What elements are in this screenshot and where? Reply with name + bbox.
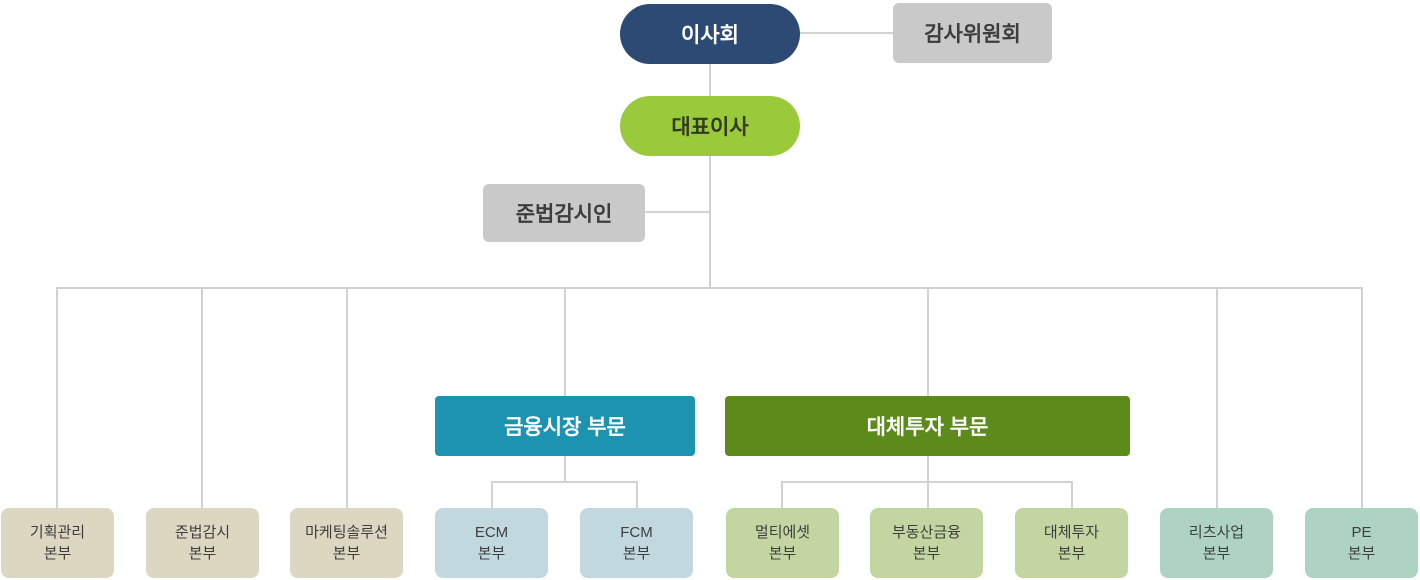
connector-drop-dept-4 <box>491 481 493 508</box>
connector-drop-dept-8 <box>1071 481 1073 508</box>
connector-alternative-stem <box>927 456 929 482</box>
department-suffix: 본부 <box>477 545 506 562</box>
connector-drop-dept-6 <box>781 481 783 508</box>
connector-drop-dept-10 <box>1361 287 1363 508</box>
connector-line-main-rail <box>56 287 1363 289</box>
department-label: 멀티에셋 <box>754 524 811 541</box>
department-label: 부동산금융 <box>891 524 961 541</box>
department-label: 기획관리 <box>29 524 86 541</box>
department-node-pe: PE 본부 <box>1305 508 1418 578</box>
connector-financial-stem <box>564 456 566 482</box>
audit-committee-node: 감사위원회 <box>893 3 1052 63</box>
connector-financial-rail <box>491 481 638 483</box>
division-alternative-investment: 대체투자 부문 <box>725 396 1130 456</box>
department-node-compliance: 준법감시 본부 <box>146 508 259 578</box>
department-node-multi-asset: 멀티에셋 본부 <box>726 508 839 578</box>
connector-line-ceo-trunk <box>709 156 711 289</box>
connector-drop-dept-7 <box>927 481 929 508</box>
connector-drop-division-financial <box>564 287 566 396</box>
department-suffix: 본부 <box>43 545 72 562</box>
department-suffix: 본부 <box>332 545 361 562</box>
department-suffix: 본부 <box>1057 545 1086 562</box>
department-suffix: 본부 <box>912 545 941 562</box>
compliance-officer-node: 준법감시인 <box>483 184 645 242</box>
department-suffix: 본부 <box>188 545 217 562</box>
department-node-reits: 리츠사업 본부 <box>1160 508 1273 578</box>
department-node-planning: 기획관리 본부 <box>1 508 114 578</box>
department-suffix: 본부 <box>1347 545 1376 562</box>
department-suffix: 본부 <box>622 545 651 562</box>
connector-drop-dept-3 <box>346 287 348 508</box>
department-node-alternative-investment: 대체투자 본부 <box>1015 508 1128 578</box>
department-node-ecm: ECM 본부 <box>435 508 548 578</box>
connector-drop-dept-2 <box>201 287 203 508</box>
department-node-real-estate-finance: 부동산금융 본부 <box>870 508 983 578</box>
connector-line-board-ceo <box>709 62 711 96</box>
department-node-fcm: FCM 본부 <box>580 508 693 578</box>
connector-drop-dept-9 <box>1216 287 1218 508</box>
department-label: FCM <box>620 524 653 541</box>
board-node: 이사회 <box>620 4 800 64</box>
connector-drop-division-alternative <box>927 287 929 396</box>
department-suffix: 본부 <box>1202 545 1231 562</box>
department-label: 마케팅솔루션 <box>305 524 388 541</box>
department-suffix: 본부 <box>768 545 797 562</box>
connector-drop-dept-1 <box>56 287 58 508</box>
connector-drop-dept-5 <box>636 481 638 508</box>
department-label: PE <box>1351 524 1372 541</box>
division-financial-markets: 금융시장 부문 <box>435 396 695 456</box>
department-label: ECM <box>474 524 509 541</box>
connector-line-board-audit <box>800 32 893 34</box>
ceo-node: 대표이사 <box>620 96 800 156</box>
department-label: 리츠사업 <box>1188 524 1245 541</box>
connector-line-compliance-trunk <box>645 211 710 213</box>
department-label: 대체투자 <box>1043 524 1100 541</box>
department-label: 준법감시 <box>174 524 231 541</box>
department-node-marketing-solution: 마케팅솔루션 본부 <box>290 508 403 578</box>
